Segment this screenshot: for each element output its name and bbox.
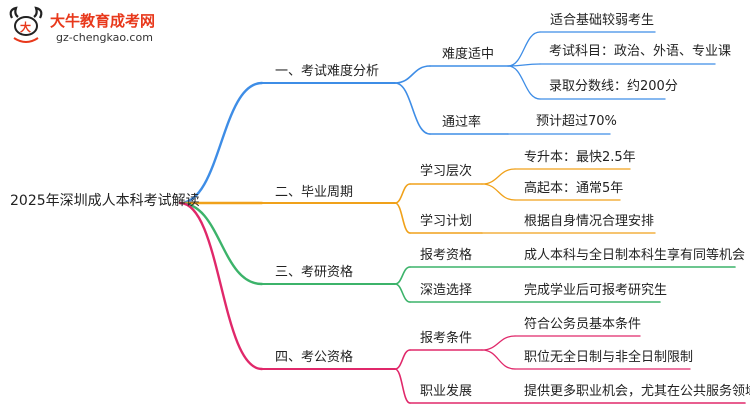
edge-b4-c2 [394, 368, 411, 404]
leaf-pass-rate-value[interactable]: 预计超过70% [536, 114, 617, 129]
edge-b1-c1 [394, 65, 431, 84]
edge-b3-c2 [394, 283, 411, 303]
edge-b1-c2 [394, 82, 431, 135]
edge-b4-c1 [394, 349, 411, 370]
edge-b4-c1-l1 [481, 335, 516, 351]
edge-b1-c1-l3 [507, 65, 541, 100]
node-further-study[interactable]: 深造选择 [420, 283, 473, 298]
bull-head-logo-icon: 大 [9, 6, 43, 43]
leaf-more-opportunities[interactable]: 提供更多职业机会，尤其在公共服务领域 [524, 384, 750, 399]
edge-b2-c1-l2 [481, 183, 516, 201]
branch-postgrad-eligibility[interactable]: 三、考研资格 [275, 265, 354, 280]
edge-b1-c1-l1 [507, 31, 541, 67]
edge-b2-c2 [394, 202, 411, 234]
node-apply-conditions[interactable]: 报考条件 [420, 331, 473, 346]
leaf-apply-postgrad[interactable]: 完成学业后可报考研究生 [524, 283, 668, 298]
node-career-development[interactable]: 职业发展 [420, 384, 473, 399]
root-topic[interactable]: 2025年深圳成人本科考试解读 [10, 193, 200, 209]
node-study-level[interactable]: 学习层次 [420, 164, 473, 179]
branch-graduation-period[interactable]: 二、毕业周期 [275, 185, 354, 200]
logo-title: 大牛教育成考网 [50, 12, 156, 30]
leaf-exam-subjects[interactable]: 考试科目：政治、外语、专业课 [549, 44, 732, 59]
leaf-suitable-for-weak[interactable]: 适合基础较弱考生 [550, 13, 655, 28]
edge-root-branch-4 [178, 201, 264, 371]
edge-root-branch-1 [178, 81, 264, 205]
leaf-plan-arrange[interactable]: 根据自身情况合理安排 [524, 214, 655, 229]
node-apply-eligibility[interactable]: 报考资格 [420, 248, 473, 263]
leaf-equal-opportunity[interactable]: 成人本科与全日制本科生享有同等机会 [524, 248, 746, 263]
leaf-admission-score[interactable]: 录取分数线：约200分 [549, 79, 678, 94]
leaf-no-restriction[interactable]: 职位无全日制与非全日制限制 [524, 350, 694, 365]
edge-b2-c1-l1 [481, 168, 516, 185]
edge-root-branch-3 [178, 201, 264, 286]
node-pass-rate[interactable]: 通过率 [442, 115, 482, 130]
node-moderate-difficulty[interactable]: 难度适中 [442, 47, 495, 62]
branch-exam-difficulty[interactable]: 一、考试难度分析 [275, 64, 380, 79]
svg-text:大: 大 [20, 20, 31, 34]
logo-url: gz-chengkao.com [56, 31, 153, 44]
branch-civil-service[interactable]: 四、考公资格 [275, 350, 354, 365]
leaf-gqb-duration[interactable]: 高起本：通常5年 [524, 181, 624, 196]
leaf-basic-conditions[interactable]: 符合公务员基本条件 [524, 317, 642, 332]
logo: 大 大牛教育成考网 gz-chengkao.com [6, 6, 206, 52]
node-study-plan[interactable]: 学习计划 [420, 214, 473, 229]
edge-b2-c1 [394, 183, 411, 204]
leaf-zsb-duration[interactable]: 专升本：最快2.5年 [524, 150, 636, 165]
edge-b4-c1-l2 [481, 349, 516, 370]
edge-b3-c1 [394, 266, 411, 285]
